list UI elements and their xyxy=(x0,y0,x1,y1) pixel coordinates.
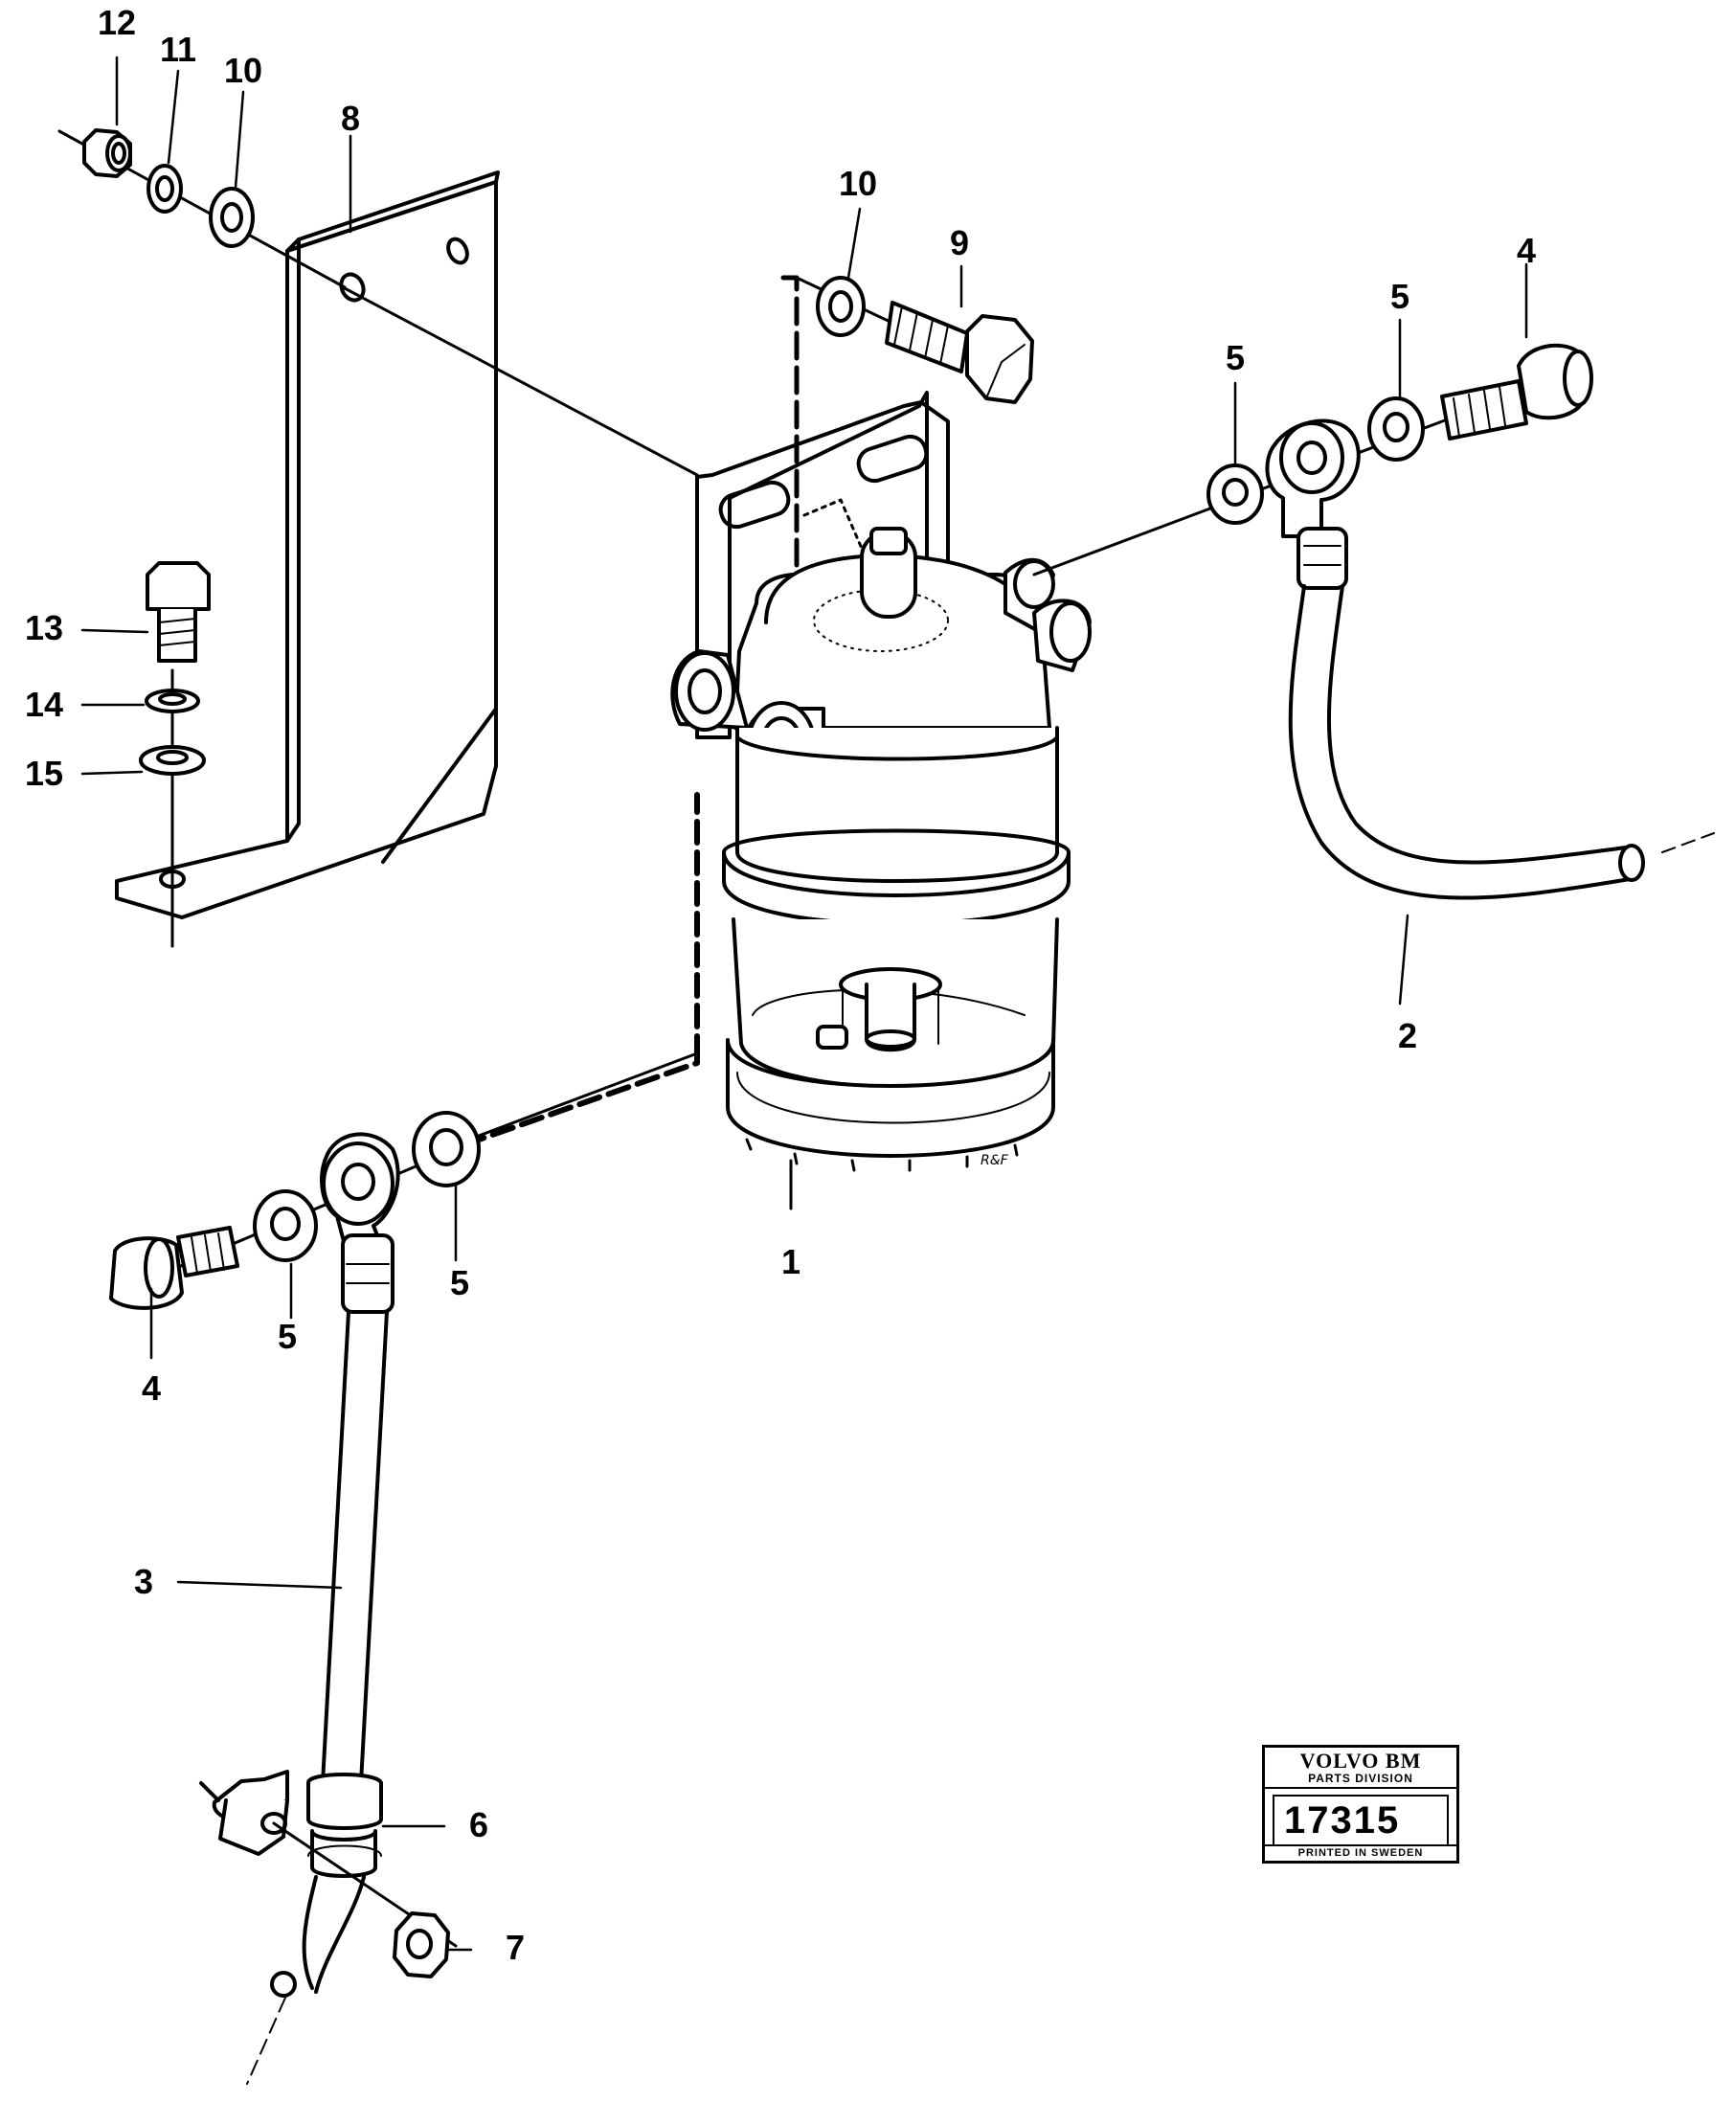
callout-15: 15 xyxy=(24,754,64,793)
stamp-brand: VOLVO BM xyxy=(1299,1749,1422,1773)
leader-lines xyxy=(80,56,1528,1952)
right-hose-fitting xyxy=(1032,343,1715,900)
left-hose-fitting xyxy=(109,792,700,2085)
callout-9: 9 xyxy=(949,223,970,262)
upper-left-fasteners xyxy=(57,128,347,289)
callout-7: 7 xyxy=(505,1928,526,1967)
callout-4-right: 4 xyxy=(1516,231,1537,270)
callout-5-right-inner: 5 xyxy=(1225,338,1246,377)
callout-5-lower-right: 5 xyxy=(449,1263,470,1302)
stamp-number-box: 17315 xyxy=(1273,1795,1449,1846)
mounting-bracket xyxy=(115,170,500,919)
callout-10-upper-left: 10 xyxy=(223,51,263,90)
callout-2: 2 xyxy=(1397,1016,1418,1055)
callout-10-top: 10 xyxy=(838,164,878,203)
callout-4-left: 4 xyxy=(141,1368,162,1408)
stamp-number: 17315 xyxy=(1284,1798,1401,1842)
stamp-division: PARTS DIVISION xyxy=(1265,1772,1456,1789)
top-bolt xyxy=(795,276,1034,404)
callout-11: 11 xyxy=(159,30,197,69)
callout-12: 12 xyxy=(97,3,137,42)
callout-14: 14 xyxy=(24,685,64,724)
left-bolt-stack xyxy=(139,561,211,948)
fuel-filter-assembly: R&F xyxy=(670,527,1092,1210)
callout-5-right-outer: 5 xyxy=(1389,277,1410,316)
filter-mounting-plate xyxy=(341,275,950,739)
callout-13: 13 xyxy=(24,608,64,647)
callout-8: 8 xyxy=(340,99,361,138)
parts-division-stamp: VOLVO BM PARTS DIVISION 17315 PRINTED IN… xyxy=(1262,1745,1459,1864)
stamp-printed: PRINTED IN SWEDEN xyxy=(1265,1844,1456,1861)
callout-1: 1 xyxy=(780,1242,801,1281)
callout-6: 6 xyxy=(468,1805,489,1844)
svg-text:R&F: R&F xyxy=(981,1153,1009,1168)
callout-5-lower-left: 5 xyxy=(277,1317,298,1356)
callout-3: 3 xyxy=(133,1562,154,1601)
